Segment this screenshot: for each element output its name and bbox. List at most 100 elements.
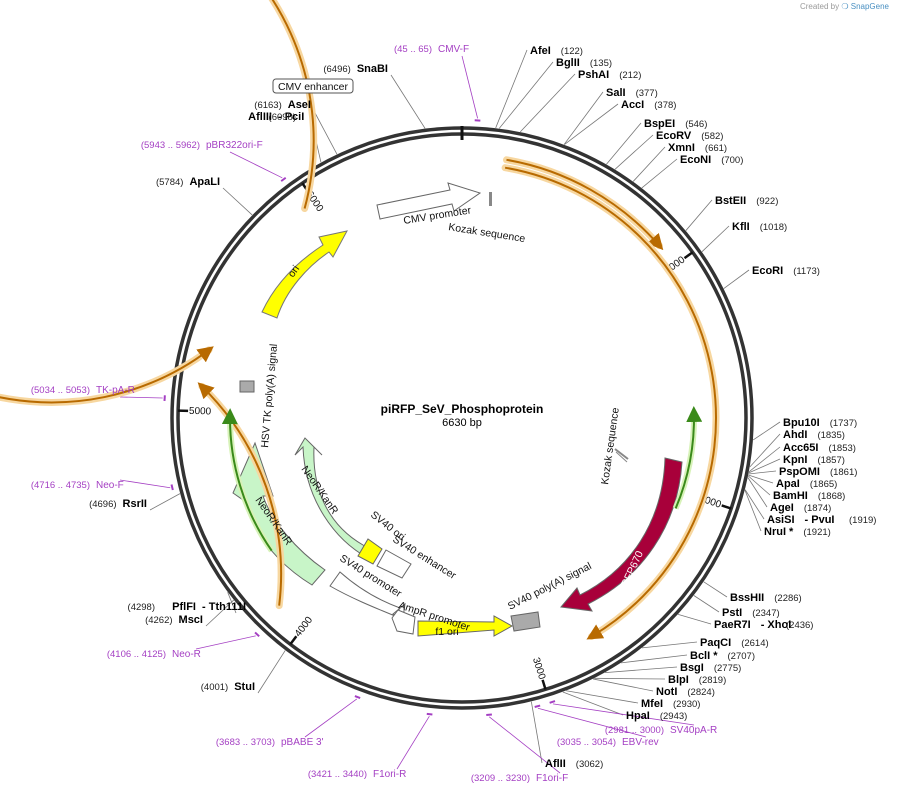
- enzyme-name: BamHI: [773, 490, 808, 502]
- enzyme-afliii-41[interactable]: AflIII- PciI: [248, 111, 304, 123]
- primer-name: Neo-R: [172, 649, 201, 660]
- gene-right-green[interactable]: [674, 405, 703, 509]
- enzyme-name: Acc65I: [783, 442, 818, 454]
- gene-left-green[interactable]: [221, 408, 273, 552]
- enzyme-leader: [677, 614, 712, 625]
- enzyme-kpni-15[interactable]: KpnI(1857): [783, 454, 845, 466]
- enzyme-leader: [222, 187, 253, 216]
- enzyme-afei-0[interactable]: AfeI(122): [530, 45, 583, 57]
- primer-tk-pa-r[interactable]: (5034 .. 5053)TK-pA-R: [31, 385, 135, 396]
- enzyme-leader: [149, 493, 181, 511]
- enzyme-acc65i-14[interactable]: Acc65I(1853): [783, 442, 856, 454]
- enzyme-apai-17[interactable]: ApaI(1865): [776, 478, 837, 490]
- primer-neo-r[interactable]: (4106 .. 4125)Neo-R: [107, 649, 201, 660]
- primer-cmv-f[interactable]: (45 .. 65)CMV-F: [394, 44, 469, 55]
- enzyme-pos: (1868): [818, 491, 845, 502]
- enzyme-pos: (3062): [576, 759, 603, 770]
- enzyme-pos: (4001): [201, 682, 228, 693]
- plasmid-size: 6630 bp: [442, 417, 482, 429]
- enzyme-psti-24[interactable]: PstI(2347): [722, 607, 780, 619]
- enzyme-ahdi-13[interactable]: AhdI(1835): [783, 429, 845, 441]
- enzyme-asisi-20[interactable]: AsiSI- PvuI: [767, 514, 834, 526]
- enzyme-xmni-7[interactable]: XmnI(661): [668, 142, 727, 154]
- primer-sv40pa-r[interactable]: (2981 .. 3000)SV40pA-R: [605, 725, 717, 736]
- hsv-tk-box: [239, 380, 255, 393]
- enzyme-leader: [744, 489, 765, 520]
- enzyme-msci-36[interactable]: MscI(4262): [145, 614, 203, 626]
- primer-pbabe-3[interactable]: (3683 .. 3703)pBABE 3': [216, 737, 324, 748]
- f1-ori-arrow[interactable]: [417, 615, 514, 637]
- enzyme-ecorv-6[interactable]: EcoRV(582): [656, 130, 723, 142]
- kozak-top-label: Kozak sequence: [448, 221, 527, 245]
- enzyme-bsteii-9[interactable]: BstEII(922): [715, 195, 778, 207]
- enzyme-aflii-34[interactable]: AflII(3062): [545, 758, 603, 770]
- enzyme-econi-8[interactable]: EcoNI(700): [680, 154, 743, 166]
- enzyme-stui-35[interactable]: StuI(4001): [201, 681, 255, 693]
- enzyme-sali-3[interactable]: SalI(377): [606, 87, 658, 99]
- enzyme-mfei-32[interactable]: MfeI(2930): [641, 698, 700, 710]
- orf-left-upper[interactable]: [0, 0, 315, 404]
- enzyme-pos: (377): [636, 88, 658, 99]
- hsv-tk-label: HSV TK poly(A) signal: [259, 343, 280, 448]
- enzyme-hpai-33[interactable]: HpaI(2943): [626, 710, 687, 722]
- enzyme-agei-19[interactable]: AgeI(1874): [770, 502, 831, 514]
- enzyme-apali-40[interactable]: ApaLI(5784): [156, 176, 220, 188]
- enzyme-name: AccI: [621, 99, 644, 111]
- enzyme-bpu10i-12[interactable]: Bpu10I(1737): [783, 417, 857, 429]
- enzyme-asei-43[interactable]: AseI(6163): [254, 99, 311, 111]
- enzyme-leader: [592, 678, 654, 692]
- primer-f1ori-r[interactable]: (3421 .. 3440)F1ori-R: [308, 769, 407, 780]
- enzyme-paqci-27[interactable]: PaqCI(2614): [700, 637, 769, 649]
- enzyme-pshai-2[interactable]: PshAI(212): [578, 69, 641, 81]
- enzyme-ecori-11[interactable]: EcoRI(1173): [752, 265, 820, 277]
- primer-name: F1ori-F: [536, 773, 568, 784]
- orf-left-upper-halo: [0, 0, 318, 406]
- neokan-inner-arrow[interactable]: [294, 437, 374, 559]
- features-group: [232, 182, 683, 637]
- primer-name: EBV-rev: [622, 737, 659, 748]
- enzyme-6098-42[interactable]: (6098): [269, 112, 296, 123]
- enzyme-bspei-5[interactable]: BspEI(546): [644, 118, 707, 130]
- primer-neo-f[interactable]: (4716 .. 4735)Neo-F: [31, 480, 124, 491]
- primer-name: pBABE 3': [281, 737, 324, 748]
- enzyme-bamhi-18[interactable]: BamHI (1868): [773, 490, 845, 502]
- ori-arrow[interactable]: [261, 230, 348, 319]
- enzyme-leader: [519, 73, 576, 133]
- enzyme-pos: (2286): [774, 593, 801, 604]
- enzyme-paer7i-25[interactable]: PaeR7I- XhoI: [714, 619, 791, 631]
- enzyme-1919-21[interactable]: (1919): [849, 515, 876, 526]
- enzyme-kfli-10[interactable]: KflI(1018): [732, 221, 787, 233]
- primer-bar: [486, 713, 492, 717]
- enzyme-pspomi-16[interactable]: PspOMI(1861): [779, 466, 857, 478]
- enzyme-blpi-30[interactable]: BlpI(2819): [668, 674, 726, 686]
- enzyme-bsgi-29[interactable]: BsgI(2775): [680, 662, 741, 674]
- primer-ebv-rev[interactable]: (3035 .. 3054)EBV-rev: [557, 737, 659, 748]
- enzyme-pos: - PvuI: [805, 514, 835, 526]
- primer-pbr322ori-f[interactable]: (5943 .. 5962)pBR322ori-F: [141, 140, 263, 151]
- enzyme-snabi-44[interactable]: SnaBI(6496): [323, 63, 388, 75]
- sv40-ori-box[interactable]: [357, 538, 383, 565]
- orf-top-inner[interactable]: [506, 158, 664, 251]
- enzyme-4298-38[interactable]: (4298): [128, 602, 155, 613]
- primer-leader: [304, 698, 358, 738]
- sv40-enhancer-box[interactable]: [376, 549, 412, 579]
- ampr-promoter-box[interactable]: [391, 609, 416, 635]
- enzyme-bsshii-23[interactable]: BssHII(2286): [730, 592, 802, 604]
- enzyme-2436-26[interactable]: (2436): [786, 620, 813, 631]
- primer-f1ori-f[interactable]: (3209 .. 3230)F1ori-F: [471, 773, 568, 784]
- enzyme-name: EcoNI: [680, 154, 711, 166]
- irfp670-arrow[interactable]: [560, 457, 683, 612]
- enzyme-pos: (2819): [699, 675, 726, 686]
- primer-name: pBR322ori-F: [206, 140, 263, 151]
- enzyme-acci-4[interactable]: AccI(378): [621, 99, 676, 111]
- primer-bar: [354, 695, 361, 699]
- cmv-promoter-arrow[interactable]: [376, 182, 482, 220]
- enzyme-bcli-28[interactable]: BclI *(2707): [690, 650, 755, 662]
- enzyme-noti-31[interactable]: NotI(2824): [656, 686, 715, 698]
- orf-long-right[interactable]: [504, 166, 717, 640]
- enzyme-nrui-22[interactable]: NruI *(1921): [764, 526, 831, 538]
- enzyme-rsrii-39[interactable]: RsrII(4696): [89, 498, 147, 510]
- enzyme-bglii-1[interactable]: BglII(135): [556, 57, 612, 69]
- enzyme-pflfi-37[interactable]: PflFI- Tth111I: [172, 601, 246, 613]
- enzyme-name: AgeI: [770, 502, 794, 514]
